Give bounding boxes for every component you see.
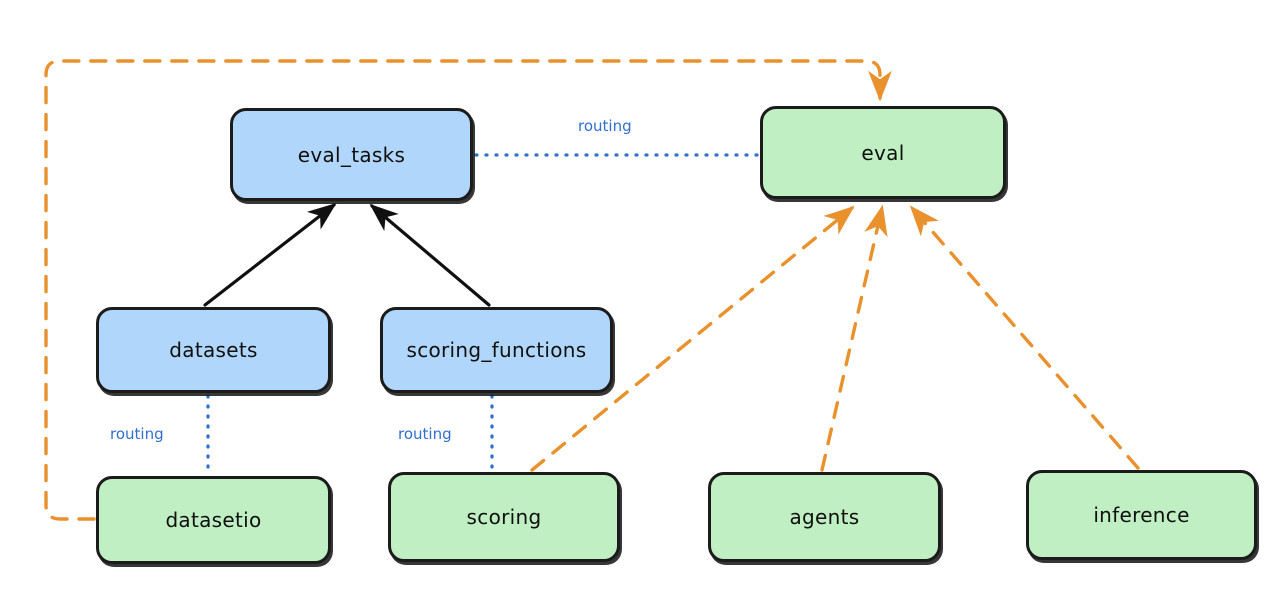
node-scoring[interactable]: scoring xyxy=(388,472,620,562)
node-label-datasets: datasets xyxy=(169,338,258,362)
node-datasets[interactable]: datasets xyxy=(96,307,331,393)
node-datasetio[interactable]: datasetio xyxy=(96,476,331,564)
node-label-agents: agents xyxy=(789,505,860,529)
edge-scoring-to-eval-dependency xyxy=(530,205,855,472)
node-inference[interactable]: inference xyxy=(1026,470,1257,560)
node-label-eval-tasks: eval_tasks xyxy=(297,142,406,167)
edge-datasetio-to-eval-dependency xyxy=(44,59,892,521)
edge-inference-to-eval-dependency xyxy=(909,205,1140,470)
node-label-scoring: scoring xyxy=(466,505,542,529)
node-eval-tasks[interactable]: eval_tasks xyxy=(230,108,473,201)
node-eval[interactable]: eval xyxy=(760,106,1006,199)
node-label-eval: eval xyxy=(861,140,905,165)
edge-datasets-to-eval_tasks xyxy=(203,203,337,307)
edge-scoring_functions-to-eval_tasks xyxy=(369,203,491,307)
edge-label-routing-datasets-datasetio: routing xyxy=(110,425,164,443)
node-label-datasetio: datasetio xyxy=(165,508,262,532)
node-scoring-functions[interactable]: scoring_functions xyxy=(380,307,613,393)
node-agents[interactable]: agents xyxy=(708,472,941,562)
edge-label-routing-eval-tasks-eval: routing xyxy=(578,117,632,135)
node-label-inference: inference xyxy=(1093,503,1190,527)
edge-label-routing-scoring-functions-scoring: routing xyxy=(398,425,452,443)
node-label-scoring-functions: scoring_functions xyxy=(406,338,587,362)
edge-agents-to-eval-dependency xyxy=(820,204,888,472)
